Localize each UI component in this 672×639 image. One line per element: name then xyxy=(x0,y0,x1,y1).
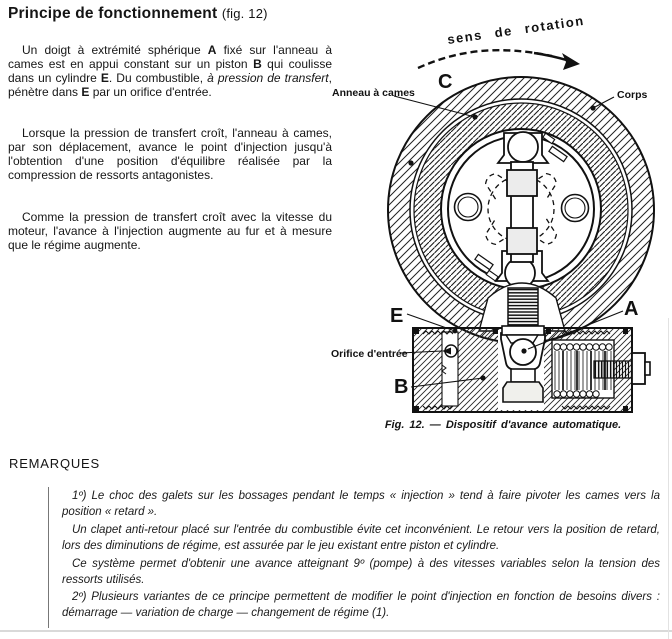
remark-item: Un clapet anti-retour placé sur l'entrée… xyxy=(62,523,660,552)
roller-top xyxy=(507,131,539,163)
spring-chamber xyxy=(551,339,651,399)
label-b: B xyxy=(394,376,408,398)
rotation-arrow xyxy=(417,49,580,70)
remarques-block: 1º) Le choc des galets sur les bossages … xyxy=(48,487,660,629)
label-c: C xyxy=(438,71,452,93)
spring-top-loops xyxy=(553,343,613,351)
leader-dots xyxy=(408,105,596,381)
label-e: E xyxy=(390,305,403,327)
threaded-stem xyxy=(507,287,539,327)
intro-paragraph-2: Lorsque la pression de transfert croît, … xyxy=(8,126,332,182)
leader-lines xyxy=(393,95,624,388)
figure-caption: Fig. 12. — Dispositif d'avance automatiq… xyxy=(384,419,622,431)
spring-bottom-loops xyxy=(553,390,600,398)
central-shaft xyxy=(506,161,538,263)
label-anneau-a-cames: Anneau à cames xyxy=(332,87,415,99)
label-a: A xyxy=(624,298,638,320)
advance-device-drawing: sens de rotation C Anneau à cames Corps … xyxy=(331,13,655,413)
spring-coils-heavy xyxy=(562,351,606,390)
remarques-heading: REMARQUES xyxy=(9,456,100,471)
bottom-rule xyxy=(0,630,672,632)
remark-item: 2º) Plusieurs variantes de ce principe p… xyxy=(62,591,660,620)
figure-12-diagram: sens de rotation C Anneau à cames Corps … xyxy=(330,0,672,445)
remark-item: 1º) Le choc des galets sur les bossages … xyxy=(62,490,660,518)
rotation-direction-label: sens de rotation xyxy=(446,13,585,47)
carrier-hole-left xyxy=(453,192,483,222)
page-title-figref: (fig. 12) xyxy=(221,6,268,21)
page-title: Principe de fonctionnement (fig. 12) xyxy=(8,5,268,23)
adjusting-cap-step xyxy=(644,361,651,376)
adjusting-screw xyxy=(593,360,633,379)
page-title-main: Principe de fonctionnement xyxy=(8,5,218,22)
remark-item: Ce système permet d'obtenir une avance a… xyxy=(62,557,660,586)
intro-paragraph-3: Comme la pression de transfert croît ave… xyxy=(8,210,332,252)
intro-paragraph-1: Un doigt à extrémité sphérique A fixé su… xyxy=(8,43,332,99)
page-edge-line xyxy=(668,318,669,639)
ball-finger xyxy=(501,325,545,366)
adjusting-cap xyxy=(631,352,646,385)
label-orifice-dentree: Orifice d'entrée xyxy=(331,348,408,360)
carrier-hole-right xyxy=(560,193,590,223)
label-corps: Corps xyxy=(617,89,647,101)
